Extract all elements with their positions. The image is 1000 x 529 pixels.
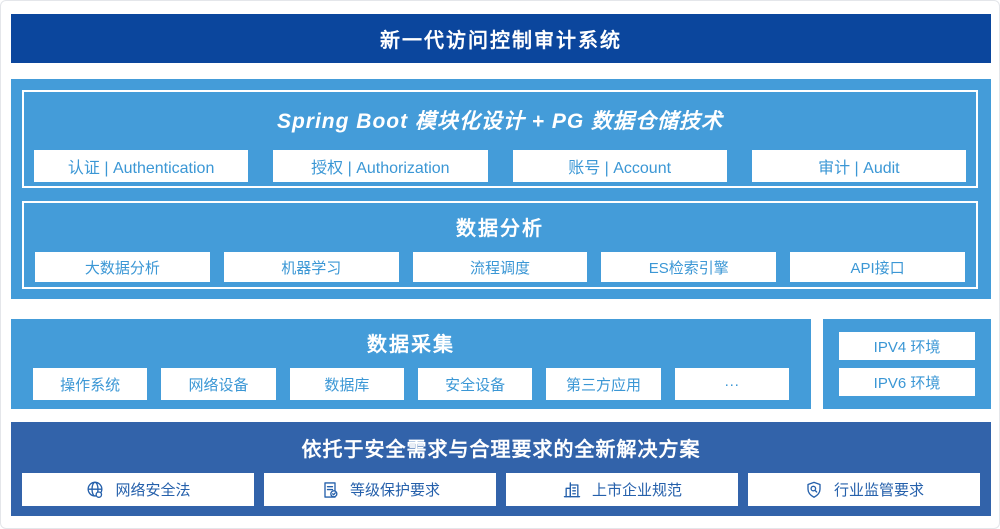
env-box-ipv6: IPV6 环境 [839,368,975,396]
collection-source-row: 操作系统 网络设备 数据库 安全设备 第三方应用 ··· [11,368,811,400]
module-box-authorization: 授权 | Authorization [273,150,488,182]
module-box-es-search: ES检索引擎 [601,252,777,282]
document-check-icon [320,480,340,500]
solution-title: 依托于安全需求与合理要求的全新解决方案 [301,439,701,461]
solution-box-cybersecurity-law: 网络安全法 [22,473,254,506]
solution-label: 行业监管要求 [833,482,924,499]
module-box-workflow: 流程调度 [412,252,588,282]
env-box-ipv4: IPV4 环境 [839,332,975,360]
module-box-api: API接口 [790,252,965,282]
module-box-audit: 审计 | Audit [751,150,966,182]
solution-label: 等级保护要求 [349,482,440,499]
data-collection-title: 数据采集 [367,334,455,356]
solution-box-industry-regulation: 行业监管要求 [748,473,980,506]
platform-section: Spring Boot 模块化设计 + PG 数据仓储技术 认证 | Authe… [11,79,991,299]
source-box-ellipsis: ··· [674,368,789,400]
diagram-title: 新一代访问控制审计系统 [380,30,622,52]
solution-box-classified-protection: 等级保护要求 [264,473,496,506]
top-banner: 新一代访问控制审计系统 [11,14,991,63]
module-box-account: 账号 | Account [512,150,727,182]
source-box-os: 操作系统 [33,368,148,400]
shield-search-icon [804,480,824,500]
source-box-network-device: 网络设备 [161,368,276,400]
tech-stack-group: Spring Boot 模块化设计 + PG 数据仓储技术 认证 | Authe… [22,90,978,188]
tech-stack-title: Spring Boot 模块化设计 + PG 数据仓储技术 [276,110,724,133]
globe-icon [85,480,105,500]
source-box-security-device: 安全设备 [417,368,533,400]
module-box-bigdata: 大数据分析 [35,252,210,282]
module-box-machine-learning: 机器学习 [223,252,399,282]
module-box-authentication: 认证 | Authentication [34,150,249,182]
tech-module-row: 认证 | Authentication 授权 | Authorization 账… [24,150,976,182]
data-analysis-title: 数据分析 [456,218,544,240]
data-analysis-group: 数据分析 大数据分析 机器学习 流程调度 ES检索引擎 API接口 [22,201,978,289]
solution-box-listed-company: 上市企业规范 [506,473,738,506]
source-box-third-party: 第三方应用 [546,368,661,400]
environment-panel: IPV4 环境 IPV6 环境 [823,319,991,409]
data-collection-section: 数据采集 操作系统 网络设备 数据库 安全设备 第三方应用 ··· [11,319,811,409]
solution-label: 网络安全法 [115,482,191,499]
analysis-module-row: 大数据分析 机器学习 流程调度 ES检索引擎 API接口 [24,252,976,282]
solution-label: 上市企业规范 [591,482,682,499]
solution-section: 依托于安全需求与合理要求的全新解决方案 网络安全法 [11,422,991,516]
solution-item-row: 网络安全法 等级保护要求 [11,473,991,506]
building-icon [562,480,582,500]
source-box-database: 数据库 [289,368,404,400]
